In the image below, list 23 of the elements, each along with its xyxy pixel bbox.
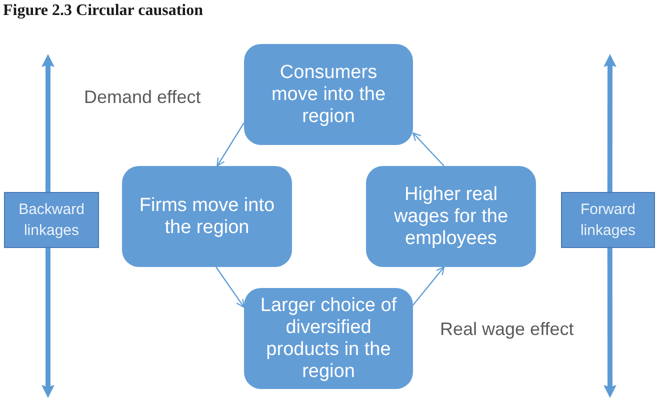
process-box bbox=[122, 166, 292, 267]
arrow bbox=[216, 266, 245, 308]
process-box bbox=[366, 166, 536, 267]
arrow bbox=[216, 122, 244, 167]
process-box bbox=[244, 288, 413, 389]
arrow bbox=[42, 248, 54, 398]
figure-title: Figure 2.3 Circular causation bbox=[3, 1, 203, 21]
linkage-box bbox=[561, 192, 655, 248]
arrow bbox=[412, 132, 444, 166]
arrow bbox=[604, 54, 616, 192]
arrow bbox=[604, 248, 616, 398]
box-text: Higher real wages for the employees bbox=[392, 184, 510, 250]
annotation-label: Demand effect bbox=[84, 86, 201, 108]
annotation-label: Real wage effect bbox=[440, 318, 574, 340]
box-text: Larger choice of diversified products in the region bbox=[259, 294, 398, 382]
linkage-box bbox=[4, 192, 99, 248]
box-text: Forward linkages bbox=[579, 200, 637, 241]
arrow bbox=[412, 266, 445, 306]
process-box bbox=[244, 44, 413, 145]
box-text: Consumers move into the region bbox=[270, 62, 387, 128]
arrow bbox=[42, 54, 54, 192]
box-text: Backward linkages bbox=[18, 200, 86, 241]
box-text: Firms move into the region bbox=[138, 194, 276, 238]
